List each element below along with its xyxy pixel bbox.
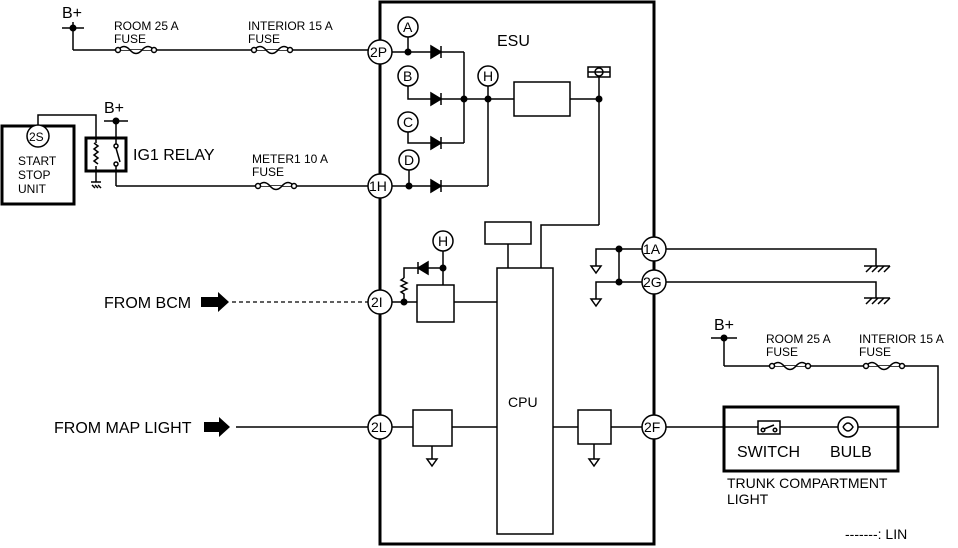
terminal-2l-label: 2L [371, 419, 387, 435]
pullup-resistor-icon [399, 277, 409, 302]
bplus-trunk-terminal: B+ [711, 317, 737, 366]
bplus-trunk-label: B+ [714, 317, 734, 334]
bplus-top-terminal: B+ [62, 5, 84, 50]
cpu-box [496, 267, 554, 535]
room-fuse-top-sub: FUSE [114, 32, 146, 46]
interior-fuse-top-sub: FUSE [248, 32, 280, 46]
bcm-arrow-icon [201, 292, 229, 312]
start-stop-line1: START [18, 154, 57, 168]
meter1-fuse-sub: FUSE [252, 165, 284, 179]
ground-wire-1a [666, 248, 877, 266]
node-a-label: A [403, 19, 413, 35]
diode-b-icon [430, 91, 443, 107]
input-buffer-2l [412, 409, 453, 447]
ground-internal-2g-icon [589, 298, 603, 308]
test-terminal-icon [587, 66, 611, 78]
diode-a-icon [430, 44, 443, 60]
regulator-box [513, 81, 571, 117]
room-fuse-trunk-sub: FUSE [766, 345, 798, 359]
lin-legend: -------: LIN [845, 526, 907, 542]
bplus-relay-label: B+ [104, 100, 124, 117]
node-a [397, 16, 419, 38]
bulb-icon [837, 416, 859, 438]
room-fuse-trunk-name: ROOM 25 A [766, 332, 831, 346]
node-h-mid-label: H [438, 233, 448, 249]
meter1-fuse-name: METER1 10 A [252, 152, 328, 166]
trunk-title-line1: TRUNK COMPARTMENT [727, 475, 888, 491]
start-stop-line2: STOP [18, 168, 50, 182]
terminal-2p-label: 2P [370, 44, 387, 60]
output-driver-2f [577, 409, 612, 445]
from-map-light-label: FROM MAP LIGHT [54, 420, 192, 437]
relay-coil-icon [92, 142, 100, 165]
switch-label: SWITCH [737, 444, 800, 461]
switch-icon [757, 420, 781, 435]
start-stop-line3: UNIT [18, 182, 47, 196]
diode-c-icon [430, 135, 443, 151]
interior-fuse-trunk-icon [865, 361, 903, 371]
bplus-top-label: B+ [62, 5, 82, 22]
relay-contact-icon [115, 147, 121, 163]
meter1-fuse-icon [257, 181, 295, 191]
start-stop-to-relay-wire [37, 114, 97, 138]
node-c-label: C [403, 114, 413, 130]
node-h-top-label: H [483, 68, 493, 84]
room-fuse-top-name: ROOM 25 A [114, 19, 179, 33]
room-fuse-top-icon [117, 45, 155, 55]
terminal-1h-label: 1H [369, 178, 387, 194]
ground-2l-icon [425, 458, 439, 468]
terminal-2i-label: 2I [371, 294, 383, 310]
ground-1a-icon [864, 265, 891, 273]
node-h-top [477, 65, 499, 87]
trunk-title-line2: LIGHT [727, 491, 769, 507]
terminal-2f-label: 2F [644, 419, 660, 435]
interior-fuse-trunk-sub: FUSE [859, 345, 891, 359]
map-light-arrow-icon [204, 417, 230, 437]
terminal-2g-label: 2G [643, 274, 662, 290]
esu-label: ESU [497, 33, 530, 50]
bulb-label: BULB [830, 444, 872, 461]
interior-fuse-top-icon [253, 45, 291, 55]
trunk-supply-wire [724, 365, 939, 428]
interior-fuse-top-name: INTERIOR 15 A [248, 19, 333, 33]
interior-fuse-trunk-name: INTERIOR 15 A [859, 332, 944, 346]
trunk-light-box [722, 405, 900, 473]
room-fuse-trunk-icon [771, 361, 809, 371]
ground-2f-icon [587, 458, 601, 468]
cpu-label: CPU [508, 394, 538, 410]
ig1-relay-label: IG1 RELAY [133, 147, 215, 164]
ground-internal-1a-icon [589, 265, 603, 275]
ig1-relay-box [84, 136, 128, 173]
terminal-1a-label: 1A [643, 241, 661, 257]
diode-d-icon [430, 178, 443, 194]
node-d-label: D [404, 152, 414, 168]
terminal-2s-label: 2S [29, 130, 44, 144]
input-buffer-2i [416, 284, 455, 323]
node-b-label: B [403, 68, 412, 84]
ground-2g-icon [864, 297, 891, 305]
bplus-relay-terminal: B+ [104, 100, 128, 125]
pullup-diode-icon [416, 260, 429, 276]
ig1-relay: IG1 RELAY [84, 121, 215, 189]
small-module-box [484, 221, 532, 245]
from-bcm-label: FROM BCM [104, 295, 191, 312]
ground-wire-2g [666, 281, 877, 298]
